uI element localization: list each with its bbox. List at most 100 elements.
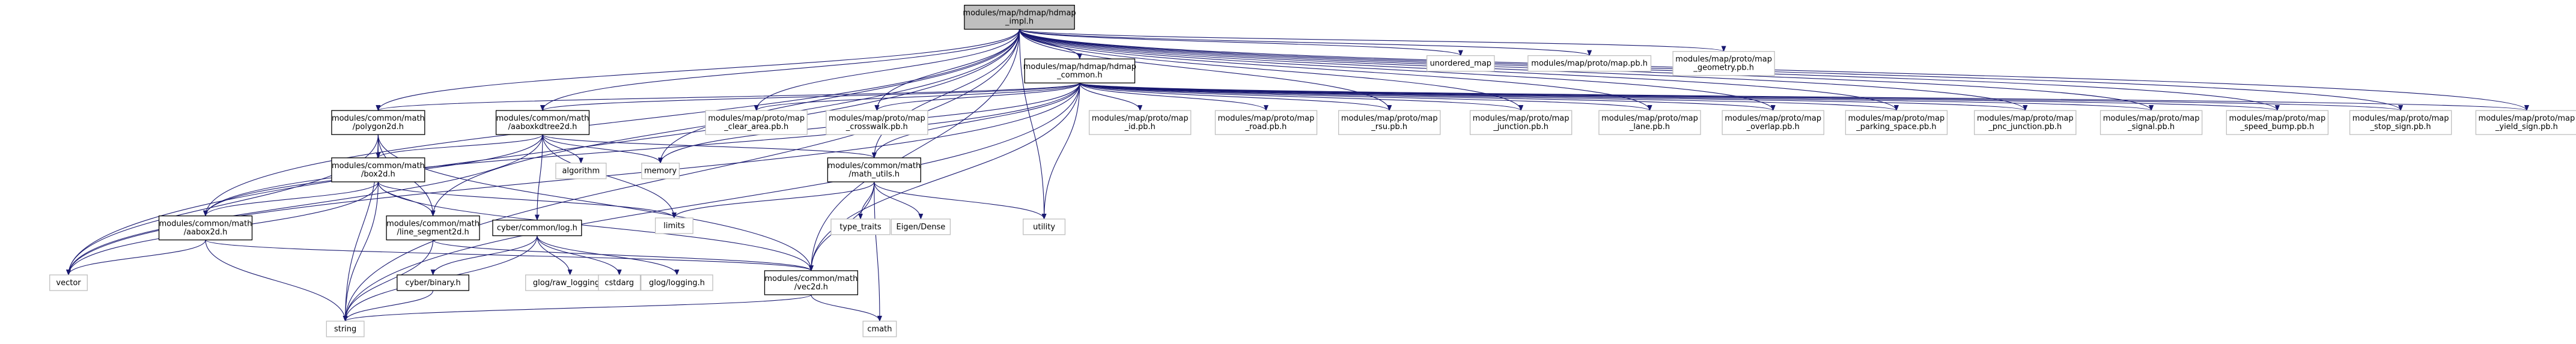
node-log[interactable]: cyber/common/log.h: [492, 219, 582, 237]
node-box: [331, 157, 425, 183]
edge-binary-to-string: [343, 290, 434, 322]
node-box: [830, 219, 891, 235]
node-utility: utility: [1023, 219, 1066, 235]
node-label: modules/common/math: [496, 114, 589, 123]
node-label: _impl.h: [1005, 17, 1034, 26]
node-box: [891, 219, 951, 235]
edge-log-to-binary: [430, 235, 538, 276]
edge-vec2d-to-string: [343, 294, 812, 322]
node-label: modules/map/proto/map: [2479, 114, 2575, 123]
node-label: modules/common/math: [765, 274, 858, 283]
node-box: [1672, 50, 1775, 76]
node-limits: limits: [654, 217, 693, 234]
edge-impl-to-vector: [66, 29, 1020, 276]
node-label: Eigen/Dense: [897, 223, 946, 232]
node-label: _common.h: [1056, 71, 1103, 80]
node-box: [598, 274, 641, 291]
edge-aaboxkdtree2d-to-log: [534, 134, 543, 221]
node-box: [1974, 110, 2077, 135]
node-geometry-pb: modules/map/proto/map_geometry.pb.h: [1672, 50, 1775, 76]
node-hdmap-common[interactable]: modules/map/hdmap/hdmap_common.h: [1023, 58, 1136, 83]
edge-impl-to-aaboxkdtree2d: [540, 29, 1020, 112]
edge-log-to-cstdarg: [537, 235, 622, 276]
edge-hdmap-common-to-parking-space-pb: [1079, 82, 1899, 112]
edge-hdmap-common-to-crosswalk-pb: [874, 82, 1080, 112]
edge-impl-to-unordered-map: [1019, 29, 1463, 56]
node-label: modules/map/proto/map: [2103, 114, 2200, 123]
node-label: cyber/binary.h: [405, 279, 460, 288]
edge-impl-to-geometry-pb: [1019, 29, 1726, 52]
edge-impl-to-crosswalk-pb: [874, 29, 1020, 112]
edge-impl-to-pnc-junction-pb: [1019, 29, 2028, 112]
edge-log-to-raw-logging: [537, 235, 573, 276]
node-box: [1338, 110, 1441, 135]
node-label: glog/raw_logging.h: [533, 279, 607, 288]
node-label: _junction.pb.h: [1493, 122, 1548, 131]
edge-box2d-to-aabox2d: [203, 181, 379, 217]
node-label: modules/map/proto/map: [1341, 114, 1438, 123]
node-label: /line_segment2d.h: [397, 228, 469, 237]
node-label: /box2d.h: [361, 170, 395, 179]
node-box: [862, 321, 897, 337]
edge-aabox2d-to-vec2d: [205, 240, 814, 271]
node-line-segment2d[interactable]: modules/common/math/line_segment2d.h: [386, 215, 480, 241]
edge-aaboxkdtree2d-to-memory: [542, 134, 663, 164]
edge-impl-to-aabox2d: [203, 29, 1020, 217]
node-math-utils[interactable]: modules/common/math/math_utils.h: [827, 157, 921, 183]
node-label: glog/logging.h: [649, 279, 705, 288]
node-label: _clear_area.pb.h: [723, 122, 788, 131]
node-label: _yield_sign.pb.h: [2495, 122, 2558, 131]
node-box: [1214, 110, 1318, 135]
node-polygon2d[interactable]: modules/common/math/polygon2d.h: [331, 110, 425, 135]
node-crosswalk-pb: modules/map/proto/map_crosswalk.pb.h: [826, 110, 928, 135]
node-label: /aabox2d.h: [184, 228, 228, 237]
node-label: modules/map/proto/map.pb.h: [1531, 59, 1648, 68]
node-glog-logging: glog/logging.h: [641, 274, 713, 291]
node-label: _lane.pb.h: [1629, 122, 1670, 131]
node-label: cstdarg: [604, 279, 634, 288]
edge-impl-to-utility: [1019, 29, 1047, 220]
node-yield-sign-pb: modules/map/proto/map_yield_sign.pb.h: [2475, 110, 2576, 135]
node-label: vector: [56, 279, 81, 288]
edge-impl-to-vec2d: [808, 29, 1020, 271]
edge-math-utils-to-eigen-dense: [874, 181, 924, 220]
node-type-traits: type_traits: [830, 219, 891, 235]
node-impl[interactable]: modules/map/hdmap/hdmap_impl.h: [963, 4, 1076, 30]
node-vec2d[interactable]: modules/common/math/vec2d.h: [764, 270, 859, 295]
node-map-pb: modules/map/proto/map.pb.h: [1527, 55, 1652, 72]
edge-hdmap-common-to-math-utils: [871, 83, 1080, 158]
node-label: unordered_map: [1430, 59, 1492, 68]
node-label: /vec2d.h: [794, 283, 828, 292]
node-box2d[interactable]: modules/common/math/box2d.h: [331, 157, 425, 183]
node-aaboxkdtree2d[interactable]: modules/common/math/aaboxkdtree2d.h: [495, 110, 590, 135]
node-box: [2226, 110, 2329, 135]
edge-hdmap-common-to-lane-pb: [1079, 82, 1652, 112]
node-label: _rsu.pb.h: [1371, 122, 1407, 131]
edge-box2d-to-limits: [377, 181, 677, 219]
node-box: [826, 110, 928, 135]
node-memory: memory: [641, 163, 680, 180]
node-aabox2d[interactable]: modules/common/math/aabox2d.h: [158, 215, 253, 241]
node-label: modules/common/math: [332, 114, 425, 123]
edge-aaboxkdtree2d-to-limits: [542, 134, 677, 219]
node-road-pb: modules/map/proto/map_road.pb.h: [1214, 110, 1318, 135]
node-binary[interactable]: cyber/binary.h: [397, 274, 469, 291]
edge-math-utils-to-limits: [672, 181, 875, 219]
node-label: modules/map/hdmap/hdmap: [963, 9, 1076, 18]
edge-hdmap-common-to-polygon2d: [376, 82, 1080, 112]
node-label: modules/map/proto/map: [1977, 114, 2074, 123]
node-label: modules/map/proto/map: [1848, 114, 1945, 123]
edge-hdmap-common-to-utility: [1041, 83, 1080, 220]
node-speed-bump-pb: modules/map/proto/map_speed_bump.pb.h: [2226, 110, 2329, 135]
node-label: memory: [644, 167, 677, 176]
node-label: modules/common/math: [386, 220, 480, 229]
edge-box2d-to-vec2d: [377, 181, 814, 271]
node-label: modules/common/math: [159, 220, 252, 229]
node-label: /aaboxkdtree2d.h: [508, 122, 577, 131]
node-label: modules/common/math: [332, 161, 425, 170]
node-label: _id.pb.h: [1124, 122, 1156, 131]
node-overlap-pb: modules/map/proto/map_overlap.pb.h: [1722, 110, 1824, 135]
node-box: [641, 274, 713, 291]
node-pnc-junction-pb: modules/map/proto/map_pnc_junction.pb.h: [1974, 110, 2077, 135]
edge-polygon2d-to-vector: [66, 134, 379, 276]
